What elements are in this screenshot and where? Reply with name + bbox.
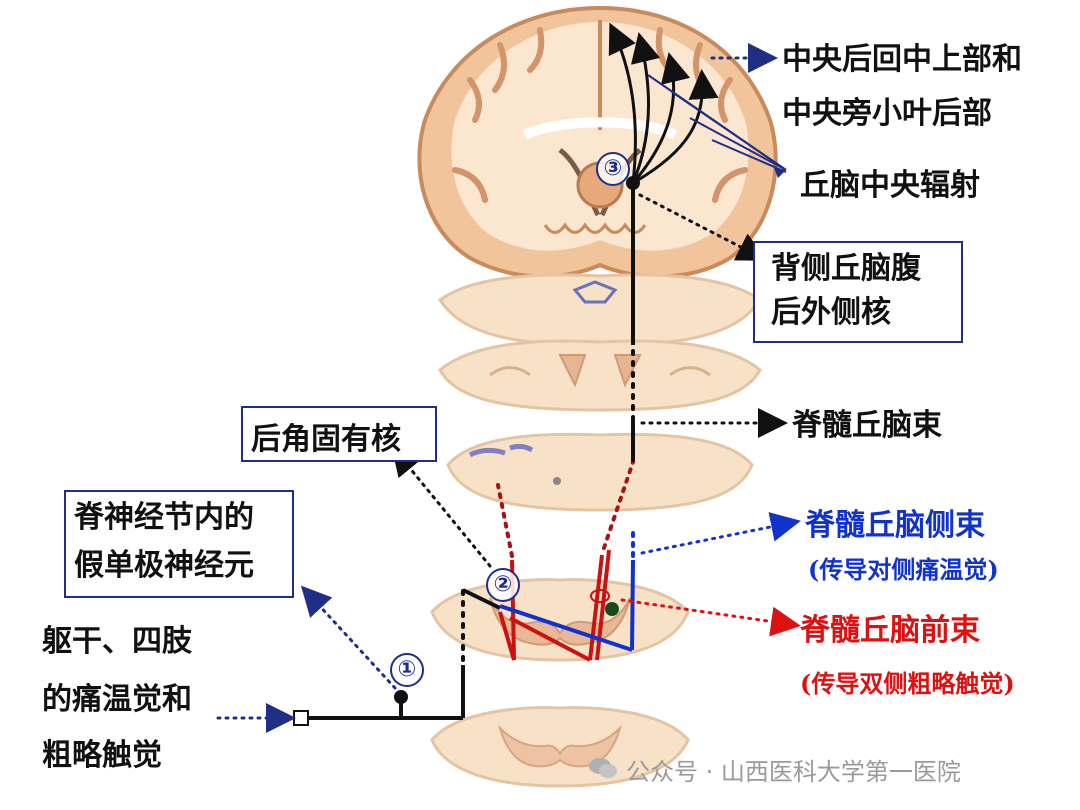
lateral-tract-path	[499, 526, 635, 652]
label-ganglion-neuron-line1: 脊神经节内的	[74, 500, 254, 535]
label-anterior-tract: 脊髓丘脑前束	[800, 613, 980, 648]
badge-first-order-neuron: ①	[390, 653, 424, 687]
badge-second-order-neuron: ②	[486, 568, 520, 602]
box-dorsal-horn-nucleus: 后角固有核	[241, 406, 437, 462]
badge-third-order-neuron: ③	[596, 152, 630, 186]
label-thalamic-radiation: 丘脑中央辐射	[800, 168, 980, 203]
label-vpl-nucleus-line1: 背侧丘脑腹	[771, 251, 921, 286]
thalamic-radiation-fibers	[608, 22, 787, 185]
box-ganglion-neuron: 脊神经节内的 假单极神经元	[64, 490, 294, 598]
label-dorsal-horn-nucleus: 后角固有核	[251, 422, 401, 457]
label-lateral-tract: 脊髓丘脑侧束	[805, 508, 985, 543]
label-input-line3: 粗略触觉	[42, 738, 162, 773]
leader-lines	[216, 43, 801, 733]
label-postcentral-gyrus-line2: 中央旁小叶后部	[782, 96, 992, 131]
label-input-line2: 的痛温觉和	[42, 682, 192, 717]
medulla-section	[438, 339, 762, 412]
label-lateral-tract-note: (传导对侧痛温觉)	[808, 555, 999, 584]
wechat-icon	[589, 758, 617, 778]
label-postcentral-gyrus-line1: 中央后回中上部和	[782, 42, 1022, 77]
spinal-cord-section-bottom	[430, 706, 690, 788]
spinal-cord-section-upper	[446, 432, 754, 512]
label-anterior-tract-note: (传导双侧粗略触觉)	[800, 669, 1015, 698]
brainstem-section	[437, 273, 763, 348]
watermark-text: 公众号 · 山西医科大学第一医院	[626, 758, 961, 786]
label-spinothalamic-tract: 脊髓丘脑束	[792, 408, 942, 443]
box-vpl-nucleus: 背侧丘脑腹 后外侧核	[753, 241, 963, 343]
label-input-line1: 躯干、四肢	[42, 624, 192, 659]
label-ganglion-neuron-line2: 假单极神经元	[74, 548, 254, 583]
brain-coronal-section	[417, 5, 778, 279]
first-order-neuron-path	[293, 588, 501, 726]
label-vpl-nucleus-line2: 后外侧核	[771, 295, 891, 330]
